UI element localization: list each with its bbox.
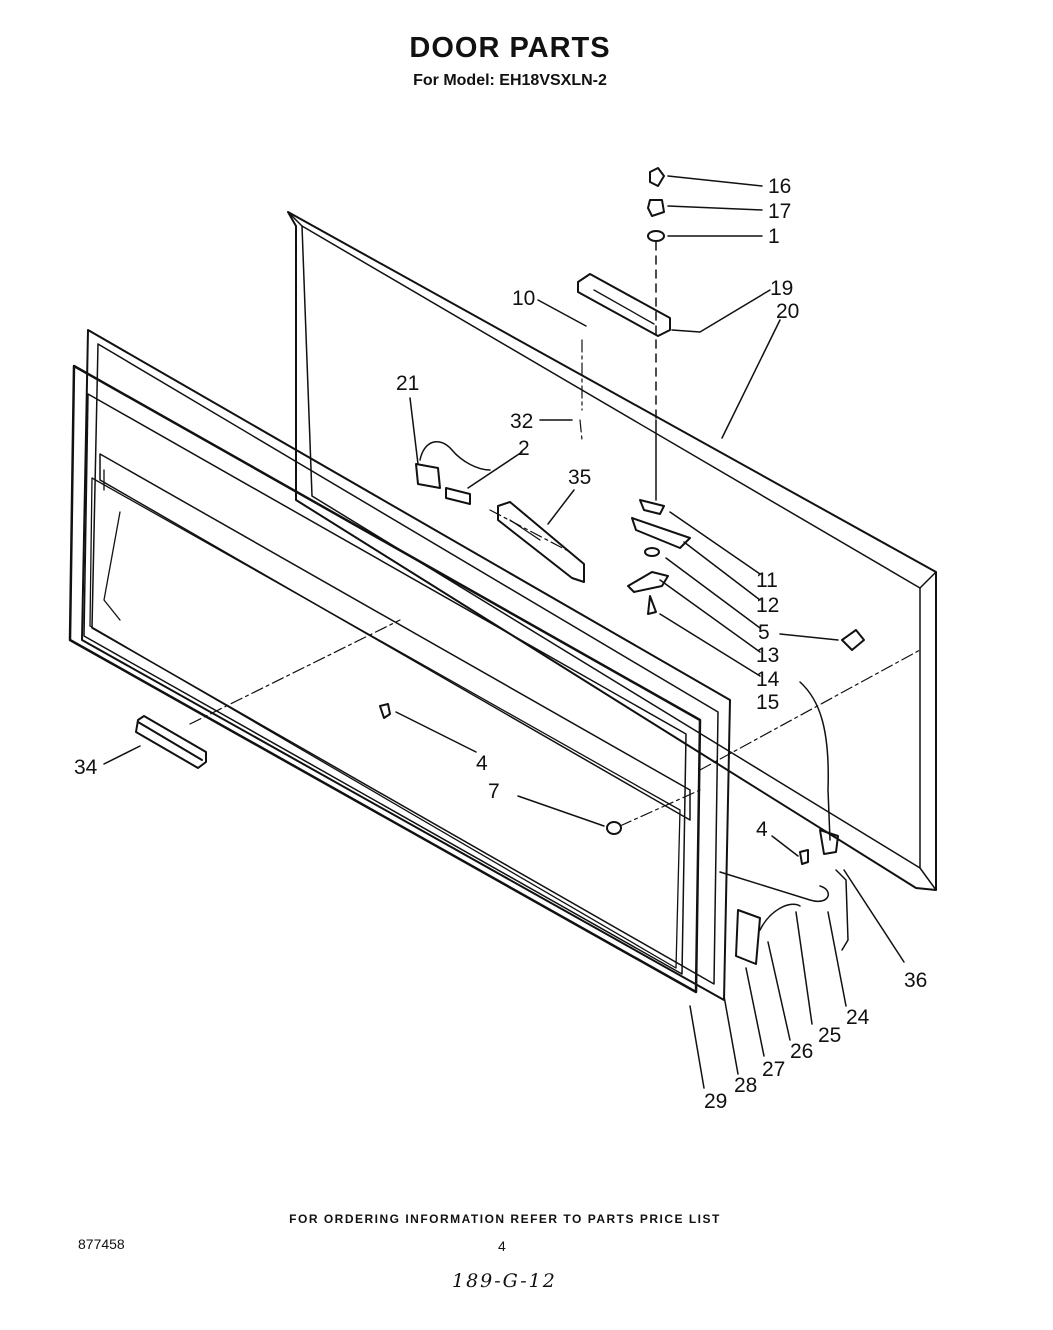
callout-12: 12	[756, 594, 779, 617]
callout-4-upper: 4	[476, 752, 488, 775]
model-subtitle: For Model: EH18VSXLN-2	[413, 72, 607, 89]
screw-4-lower	[799, 849, 809, 865]
document-number: 877458	[78, 1236, 125, 1252]
callout-35: 35	[568, 466, 591, 489]
callout-20: 20	[776, 300, 799, 323]
handle-bracket-35	[497, 501, 585, 583]
callout-25: 25	[818, 1024, 841, 1047]
callout-19: 19	[770, 277, 793, 300]
callout-16: 16	[768, 175, 791, 198]
door-gasket-frame	[81, 329, 731, 1001]
callout-21: 21	[396, 372, 419, 395]
callout-11: 11	[756, 569, 778, 592]
plug-7	[606, 821, 622, 835]
callout-1: 1	[768, 225, 780, 248]
callout-34: 34	[74, 756, 98, 779]
callout-10: 10	[512, 287, 535, 310]
callout-7: 7	[488, 780, 500, 803]
callout-28: 28	[734, 1074, 757, 1097]
callout-4-lower: 4	[756, 818, 768, 841]
callout-14: 14	[756, 668, 780, 691]
screw-4	[379, 703, 391, 719]
callout-36: 36	[904, 969, 927, 992]
callout-13: 13	[756, 644, 779, 667]
callout-17: 17	[768, 200, 791, 223]
alignment-lines	[189, 339, 921, 827]
door-switch-21	[415, 440, 491, 505]
ordering-info-note: FOR ORDERING INFORMATION REFER TO PARTS …	[289, 1212, 721, 1226]
callout-29: 29	[704, 1090, 727, 1113]
heater-wire	[719, 629, 865, 965]
callout-27: 27	[762, 1058, 785, 1081]
callout-2: 2	[518, 437, 530, 460]
outer-door-panel-29	[68, 364, 702, 994]
hinge-cover-19	[577, 273, 671, 337]
page-title: DOOR PARTS	[409, 32, 611, 64]
door-handle-34	[135, 715, 207, 769]
callout-15: 15	[756, 691, 779, 714]
handwritten-reference: 189-G-12	[452, 1270, 557, 1292]
callout-32: 32	[510, 410, 533, 433]
callout-24: 24	[846, 1006, 870, 1029]
door-liner-20	[287, 211, 937, 891]
callout-leaders	[103, 175, 905, 1089]
page-number: 4	[498, 1238, 506, 1254]
callout-26: 26	[790, 1040, 813, 1063]
hinge-assembly	[627, 167, 691, 615]
callout-5: 5	[758, 621, 770, 644]
